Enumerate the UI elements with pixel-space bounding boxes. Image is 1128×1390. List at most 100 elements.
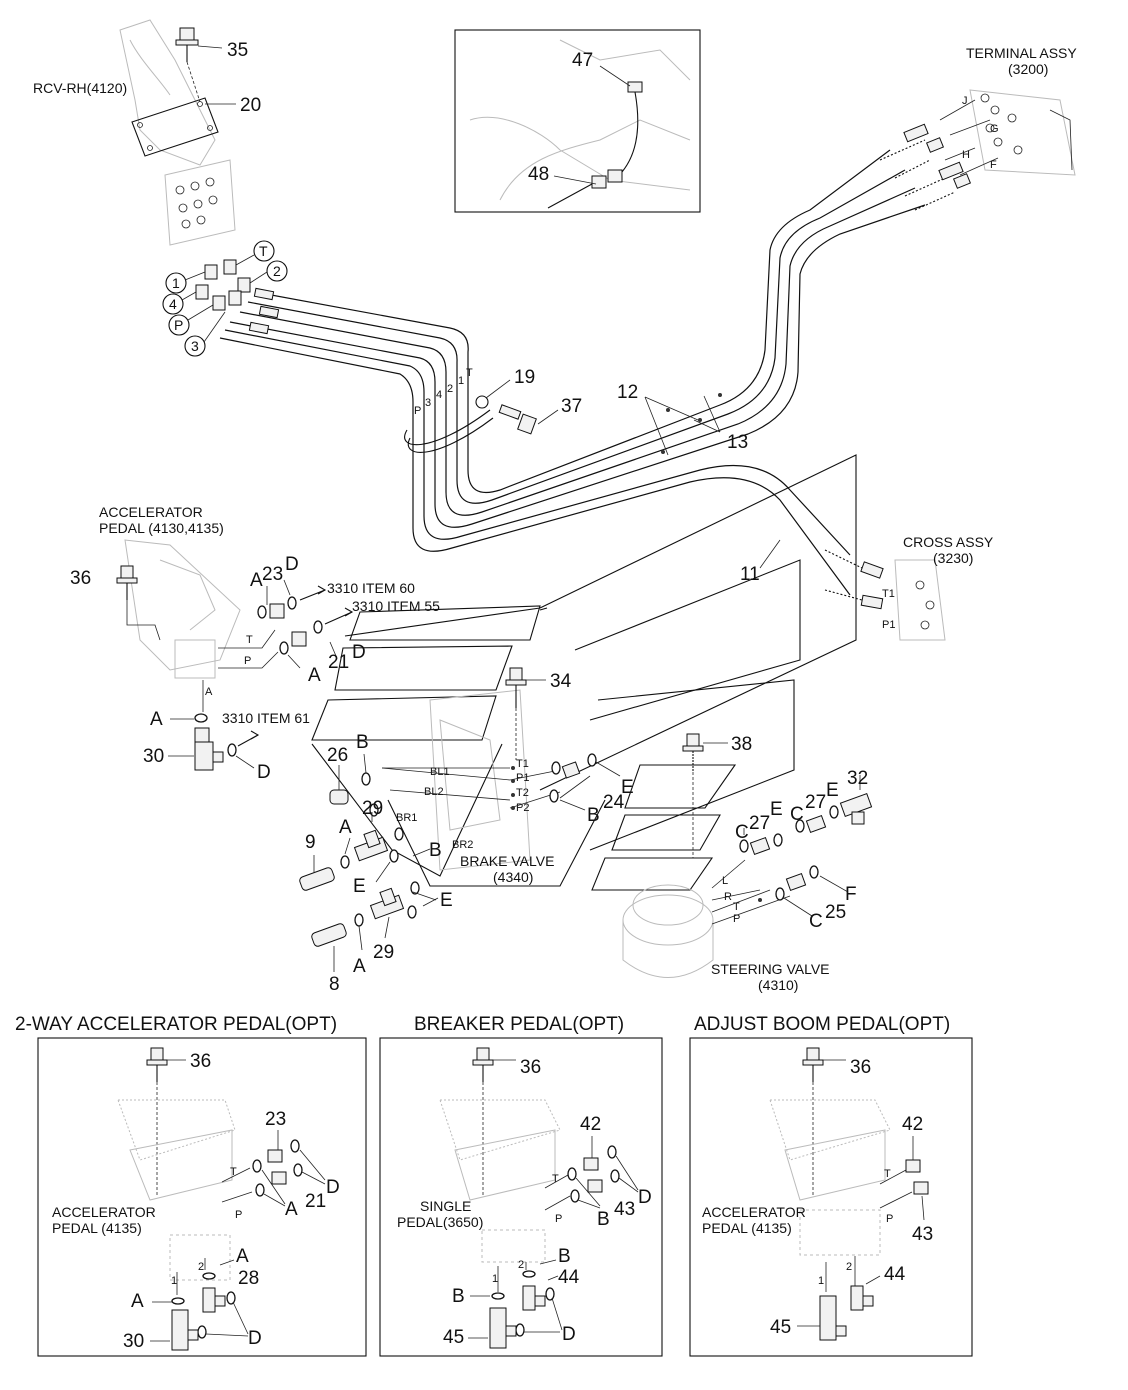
panel-2-callout-36: 36: [520, 1057, 541, 1078]
panel-3-title: ADJUST BOOM PEDAL(OPT): [694, 1014, 950, 1035]
callout-12: 12: [617, 382, 638, 403]
letter-C-3: C: [809, 911, 823, 932]
panel-1-title: 2-WAY ACCELERATOR PEDAL(OPT): [15, 1014, 337, 1035]
panel-3-callout-43: 43: [912, 1224, 933, 1245]
rcv-port-circles: T 2 1 4 P 3: [162, 240, 288, 357]
panel-3-port-1: 1: [818, 1275, 824, 1287]
brake-port-BR2: BR2: [452, 839, 473, 851]
steer-port-L: L: [722, 875, 728, 887]
panel-2-port-2: 2: [518, 1259, 524, 1271]
panel-1-callout-36: 36: [190, 1051, 211, 1072]
callout-11: 11: [740, 564, 760, 585]
panel-2-letter-B-3: B: [452, 1286, 465, 1307]
callout-24: 24: [603, 792, 625, 813]
callout-34: 34: [550, 671, 572, 692]
brake-label-1: BRAKE VALVE: [460, 853, 554, 869]
accel-port-A: A: [205, 686, 213, 698]
letter-F-1: F: [845, 884, 857, 905]
rcv-rh-valve: [119, 19, 236, 246]
panel-3-callout-45: 45: [770, 1317, 791, 1338]
letter-B-2: B: [429, 840, 442, 861]
callout-30: 30: [143, 746, 164, 767]
brake-port-T2: T2: [516, 787, 529, 799]
port-circle-3: 3: [191, 338, 199, 354]
letter-D-3: D: [257, 762, 271, 783]
panel-1-callout-21: 21: [305, 1191, 326, 1212]
panel-2-name-2: PEDAL(3650): [397, 1214, 483, 1230]
rcv-port-cluster: [175, 177, 218, 229]
panel-3-name-2: PEDAL (4135): [702, 1220, 792, 1236]
hose-clamp-19: [404, 379, 559, 453]
steer-label-1: STEERING VALVE: [711, 961, 830, 977]
letter-B-1: B: [356, 732, 369, 753]
accel-port-P: P: [244, 655, 251, 667]
hose-label-T: T: [466, 367, 473, 379]
rcv-hose-fittings: [181, 254, 268, 343]
accel-label-1: ACCELERATOR: [99, 504, 203, 520]
panel-2-letter-D-2: D: [562, 1324, 576, 1345]
callout-19: 19: [514, 367, 535, 388]
panel-adjust-boom-pedal: ADJUST BOOM PEDAL(OPT) 36 ACCELERATOR PE…: [689, 1014, 973, 1357]
letter-E-3: E: [621, 777, 634, 798]
cross-label-1: CROSS ASSY: [903, 534, 994, 550]
terminal-port-G: G: [990, 123, 999, 135]
terminal-hose-ends: [879, 123, 972, 211]
panel-2-callout-43: 43: [614, 1199, 635, 1220]
callout-23: 23: [262, 564, 283, 585]
ref-item-61: 3310 ITEM 61: [222, 710, 310, 726]
brake-port-BL1: BL1: [430, 766, 450, 778]
panel-2way-accel-pedal: 2-WAY ACCELERATOR PEDAL(OPT) 36 ACCELERA…: [15, 1014, 367, 1357]
panel-3-callout-44: 44: [884, 1264, 906, 1285]
ref-item-60: 3310 ITEM 60: [327, 580, 415, 596]
panel-2-port-1: 1: [492, 1273, 498, 1285]
hose-label-P: P: [414, 405, 421, 417]
hose-bundle: P 3 4 2 1 T: [219, 149, 926, 610]
callout-8: 8: [329, 974, 340, 995]
brake-port-P1: P1: [516, 772, 529, 784]
letter-E-2: E: [440, 890, 453, 911]
cross-assy: CROSS ASSY (3230) T1 P1: [882, 534, 994, 641]
hose-label-4: 4: [436, 389, 442, 401]
letter-C-2: C: [790, 804, 804, 825]
terminal-label-1: TERMINAL ASSY: [966, 45, 1077, 61]
letter-E-1: E: [353, 876, 366, 897]
letter-E-5: E: [826, 780, 839, 801]
steering-valve: 38 STEERING VALVE (4310) L R T P: [622, 733, 830, 993]
letter-A-4: A: [339, 817, 352, 838]
cross-label-2: (3230): [933, 550, 973, 566]
panel-1-name-2: PEDAL (4135): [52, 1220, 142, 1236]
port-circle-T: T: [259, 243, 268, 259]
port-circle-4: 4: [169, 296, 177, 312]
panel-3-name-1: ACCELERATOR: [702, 1204, 806, 1220]
callout-26: 26: [327, 745, 348, 766]
ref-item-55: 3310 ITEM 55: [352, 598, 440, 614]
brake-side-fittings: [299, 753, 439, 972]
terminal-label-2: (3200): [1008, 61, 1048, 77]
callout-36: 36: [70, 568, 91, 589]
floor-plates: [311, 454, 857, 891]
callout-27-b: 27: [805, 792, 826, 813]
letter-B-3: B: [587, 805, 600, 826]
panel-2-port-T: T: [552, 1173, 559, 1185]
hose-label-2: 2: [447, 383, 453, 395]
callout-25: 25: [825, 902, 846, 923]
panel-1-name-1: ACCELERATOR: [52, 1204, 156, 1220]
brake-valve: BRAKE VALVE (4340) T1 P1 T2 P2 BL1 BL2 B…: [381, 689, 561, 885]
callout-13: 13: [727, 432, 748, 453]
panel-3-port-P: P: [886, 1213, 893, 1225]
panel-3-port-T: T: [884, 1168, 891, 1180]
terminal-port-J: J: [962, 95, 968, 107]
panel-1-letter-A-2: A: [236, 1246, 249, 1267]
letter-A-5: A: [353, 956, 366, 977]
brake-port-BR1: BR1: [396, 812, 417, 824]
callout-38: 38: [731, 734, 752, 755]
panel-2-title: BREAKER PEDAL(OPT): [414, 1014, 624, 1035]
rcv-label: RCV-RH(4120): [33, 80, 127, 96]
panel-1-port-1: 1: [171, 1275, 177, 1287]
callout-27-a: 27: [749, 813, 770, 834]
brake-label-2: (4340): [493, 869, 533, 885]
bolt-35: [175, 27, 223, 103]
letter-C-1: C: [735, 822, 749, 843]
